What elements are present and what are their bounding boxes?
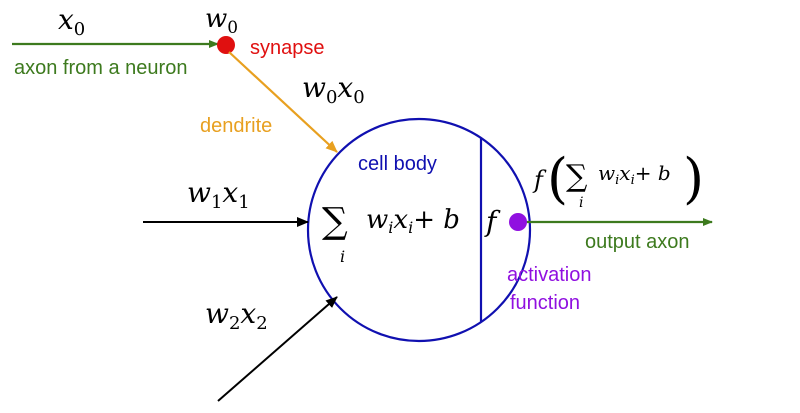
input-w2x2-arrow — [217, 296, 338, 402]
weighted-input-w0x0-label: w0x0 — [302, 71, 365, 108]
output-formula-f: f — [532, 166, 547, 194]
synapse-label: synapse — [250, 37, 325, 59]
axon-from-neuron-label: axon from a neuron — [14, 57, 187, 79]
output-formula-body: wixi+ b — [598, 161, 671, 188]
cell-body-label: cell body — [358, 153, 437, 175]
weighted-input-w1x1-label: w1x1 — [187, 176, 250, 213]
output-axon-label: output axon — [585, 231, 690, 253]
output-formula-open-paren: ( — [547, 147, 568, 210]
output-formula-close-paren: ) — [683, 147, 704, 210]
synapse-node — [217, 36, 235, 54]
activation-function-label-line2: function — [510, 292, 580, 314]
cell-sum-index: i — [340, 247, 345, 266]
weighted-input-w2x2-label: w2x2 — [205, 297, 268, 334]
weight-w0-label: w0 — [205, 4, 238, 38]
cell-body-circle — [306, 117, 532, 343]
input-x0-label: x0 — [58, 3, 85, 40]
dendrite-label: dendrite — [200, 115, 272, 137]
dendrite-arrow — [228, 51, 338, 153]
output-formula-sum-symbol: ∑ — [566, 159, 588, 194]
cell-sum-symbol: ∑ — [322, 201, 348, 242]
output-formula-sum-index: i — [579, 195, 583, 211]
cell-sum-body: wixi+ b — [366, 205, 460, 237]
activation-function-label-line1: activation — [507, 264, 592, 286]
activation-f-symbol: f — [484, 205, 501, 238]
activation-node — [509, 213, 527, 231]
